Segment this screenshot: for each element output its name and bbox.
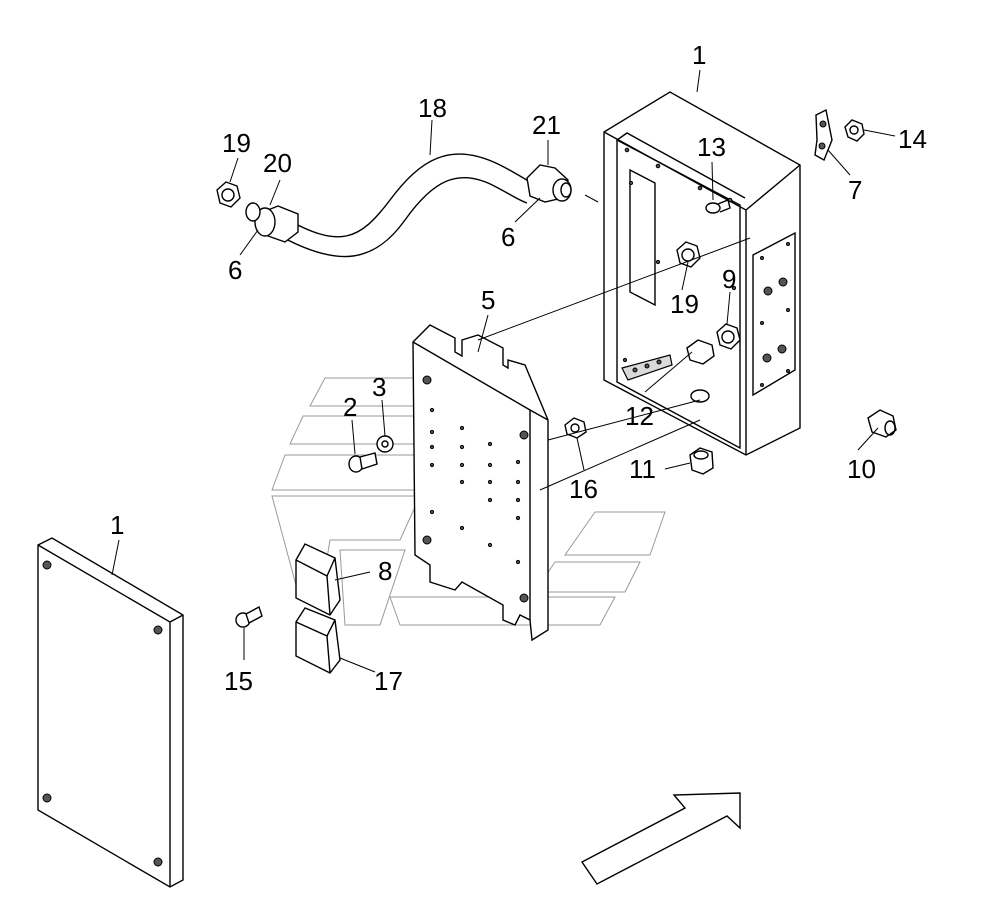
nut-part [216, 181, 241, 208]
callout-20: 20 [263, 148, 292, 178]
cabinet-box [603, 91, 801, 456]
callout-1-box: 1 [692, 40, 706, 70]
callout-15: 15 [224, 666, 253, 696]
callout-21: 21 [532, 110, 561, 140]
callout-2: 2 [343, 392, 357, 422]
alignment-lines [477, 194, 751, 491]
callout-labels: 1 1 2 3 5 6 6 7 8 9 10 11 12 13 14 15 16… [110, 40, 927, 696]
callout-13: 13 [697, 132, 726, 162]
callout-19-box: 19 [670, 289, 699, 319]
callout-17: 17 [374, 666, 403, 696]
callout-9: 9 [722, 264, 736, 294]
callout-7: 7 [848, 175, 862, 205]
hose-assembly [245, 153, 572, 258]
hardware-items [235, 108, 897, 674]
callout-10: 10 [847, 454, 876, 484]
callout-6-left: 6 [228, 255, 242, 285]
direction-arrow [580, 792, 741, 885]
callout-5: 5 [481, 285, 495, 315]
callout-1-cover: 1 [110, 510, 124, 540]
callout-12: 12 [625, 401, 654, 431]
callout-18: 18 [418, 93, 447, 123]
callout-6-right: 6 [501, 222, 515, 252]
leader-lines [111, 69, 896, 673]
callout-8: 8 [378, 556, 392, 586]
callout-3: 3 [372, 372, 386, 402]
callout-11: 11 [629, 454, 656, 484]
callout-14: 14 [898, 124, 927, 154]
mounting-plate [412, 324, 549, 642]
front-cover-panel [37, 537, 184, 888]
callout-19-left: 19 [222, 128, 251, 158]
callout-16: 16 [569, 474, 598, 504]
